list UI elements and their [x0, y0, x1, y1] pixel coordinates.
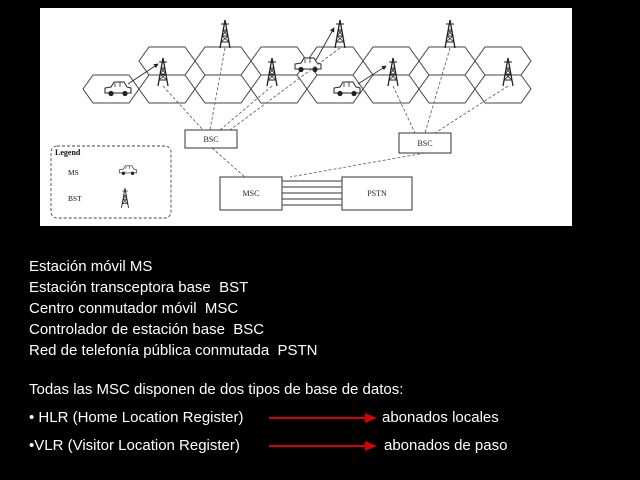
trunk-lines — [282, 180, 342, 206]
tower-icon — [157, 57, 169, 87]
pstn-node: PSTN — [341, 176, 413, 211]
tower-icon — [502, 57, 514, 87]
database-item-vlr: •VLR (Visitor Location Register) abonado… — [29, 436, 629, 458]
tower-icon — [444, 19, 456, 49]
database-description: abonados locales — [382, 409, 499, 426]
legend-label-ms: MS — [68, 168, 79, 177]
svg-text:BSC: BSC — [203, 135, 218, 144]
definition-bst: Estación transceptora base BST — [29, 279, 249, 296]
right-arrow-icon — [269, 413, 377, 423]
network-diagram-svg: BSC BSC MSC PSTN Legend MS BST — [50, 19, 532, 219]
legend-title: Legend — [55, 148, 81, 157]
network-diagram: BSC BSC MSC PSTN Legend MS BST — [40, 8, 572, 226]
definition-bsc: Controlador de estación base BSC — [29, 321, 265, 338]
database-item-hlr: • HLR (Home Location Register) abonados … — [29, 408, 629, 430]
car-icon — [294, 57, 322, 73]
definition-msc: Centro conmutador móvil MSC — [29, 300, 239, 317]
svg-text:PSTN: PSTN — [367, 189, 387, 198]
car-icon — [119, 165, 137, 176]
tower-icon — [121, 187, 129, 209]
tower-icon — [266, 57, 278, 87]
cell-grid — [82, 46, 532, 104]
svg-text:MSC: MSC — [243, 189, 260, 198]
database-description: abonados de paso — [384, 437, 508, 454]
bsc-msc-links — [211, 147, 426, 178]
radio-links — [127, 27, 387, 85]
tower-icon — [219, 19, 231, 49]
definition-pstn: Red de telefonía pública conmutada PSTN — [29, 342, 318, 359]
msc-node: MSC — [219, 176, 283, 211]
tower-icon — [334, 19, 346, 49]
bsc-right-node: BSC — [398, 132, 452, 154]
definitions-list: Estación móvil MS Estación transceptora … — [29, 256, 318, 361]
car-icon — [333, 81, 361, 97]
svg-text:BSC: BSC — [417, 139, 432, 148]
databases-intro: Todas las MSC disponen de dos tipos de b… — [29, 381, 404, 398]
tower-icon — [387, 57, 399, 87]
legend-label-bst: BST — [68, 194, 82, 203]
right-arrow-icon — [269, 441, 377, 451]
backhaul-lines — [162, 47, 509, 134]
definition-ms: Estación móvil MS — [29, 258, 153, 275]
legend: Legend MS BST — [50, 145, 172, 219]
bsc-left-node: BSC — [184, 129, 238, 149]
car-icon — [104, 81, 132, 97]
database-term: • HLR (Home Location Register) — [29, 409, 244, 426]
database-term: •VLR (Visitor Location Register) — [29, 437, 240, 454]
